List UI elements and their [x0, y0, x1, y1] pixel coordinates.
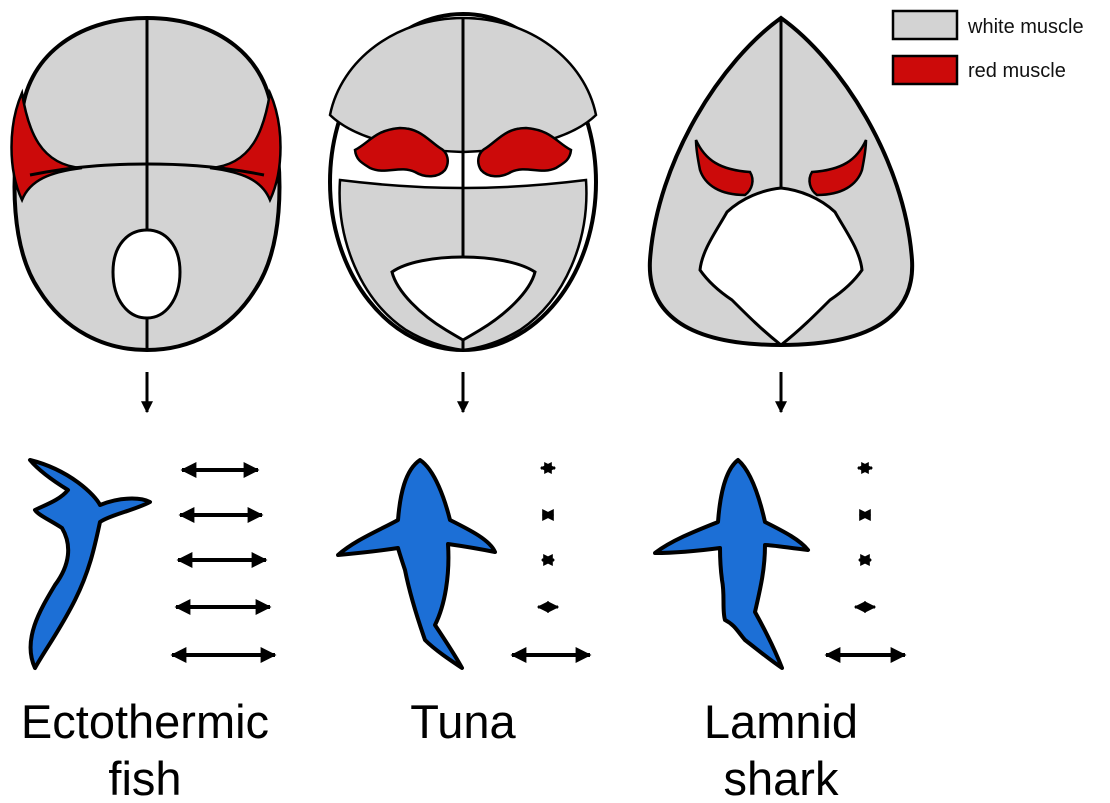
legend-red-label: red muscle: [968, 60, 1066, 82]
caption-lamnid-line2: shark: [724, 752, 839, 803]
ectothermic-fish-body-icon: [30, 460, 150, 668]
movement-arrows-tuna: [512, 468, 590, 655]
cross-section-tuna: [330, 14, 596, 350]
legend-white-label: white muscle: [967, 16, 1084, 38]
legend: white muscle red muscle: [893, 11, 1084, 84]
caption-ectothermic-line2: fish: [108, 752, 181, 803]
cross-section-ectothermic: [12, 18, 281, 350]
legend-white-swatch: [893, 11, 957, 39]
tuna-body-icon: [338, 460, 495, 668]
fish-lamnid: [655, 460, 808, 668]
movement-arrows-lamnid: [826, 468, 905, 655]
captions: Ectothermic fish Tuna Lamnid shark: [21, 695, 858, 803]
legend-red-swatch: [893, 56, 957, 84]
down-arrows: [147, 372, 781, 412]
caption-tuna-line1: Tuna: [410, 695, 516, 748]
lamnid-shark-body-icon: [655, 460, 808, 668]
fish-tuna: [338, 460, 495, 668]
movement-arrows-ectothermic: [172, 470, 275, 655]
body-cavity: [113, 230, 180, 318]
caption-ectothermic-line1: Ectothermic: [21, 695, 269, 748]
fish-ectothermic: [30, 460, 150, 668]
caption-lamnid-line1: Lamnid: [704, 695, 858, 748]
cross-section-lamnid: [650, 18, 912, 345]
